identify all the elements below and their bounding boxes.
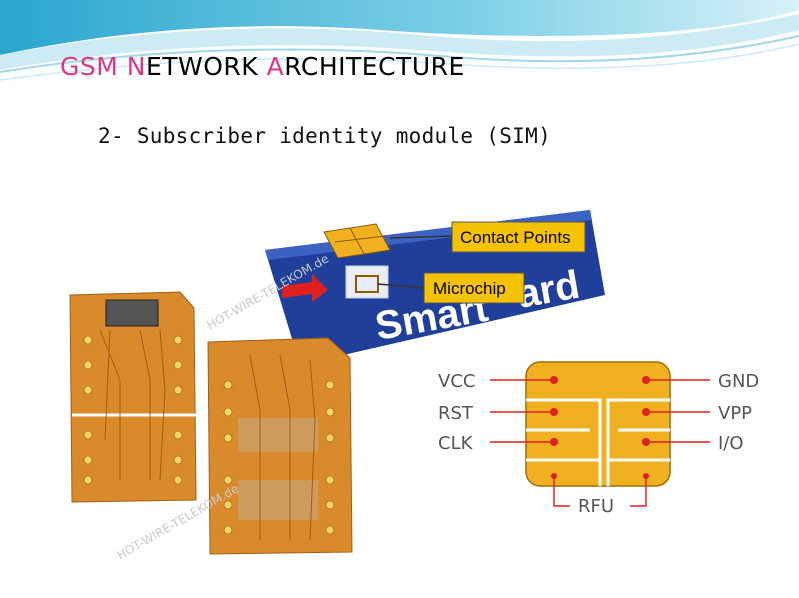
card-text-ard: ard (514, 263, 583, 317)
pin-label-rfu: RFU (578, 496, 614, 517)
title-n: N (126, 52, 146, 81)
pin-label-vcc: VCC (438, 371, 475, 392)
title-etwork: ETWORK (145, 52, 267, 81)
callout-contact-points-text: Contact Points (460, 228, 571, 247)
slide-subtitle: 2- Subscriber identity module (SIM) (98, 124, 552, 148)
header-banner (0, 0, 799, 81)
title-rchitecture: RCHITECTURE (284, 52, 465, 81)
pin-label-gnd: GND (718, 371, 759, 392)
pin-label-rst: RST (438, 403, 474, 424)
sim-pinout-diagram: VCC RST CLK GND VPP I/O RFU (438, 361, 759, 517)
callout-contact-points: Contact Points (389, 221, 586, 253)
sim-figure: Smart ard Contact Points Microchip (69, 180, 799, 598)
pin-label-vpp: VPP (718, 403, 752, 424)
callout-microchip: Microchip (377, 272, 525, 304)
title-gsm: GSM (60, 52, 127, 81)
slide-title: GSM NETWORK ARCHITECTURE (60, 52, 465, 81)
callout-microchip-text: Microchip (433, 279, 506, 298)
pin-label-clk: CLK (438, 433, 474, 454)
title-a: A (266, 52, 285, 81)
pin-label-io: I/O (718, 433, 744, 454)
